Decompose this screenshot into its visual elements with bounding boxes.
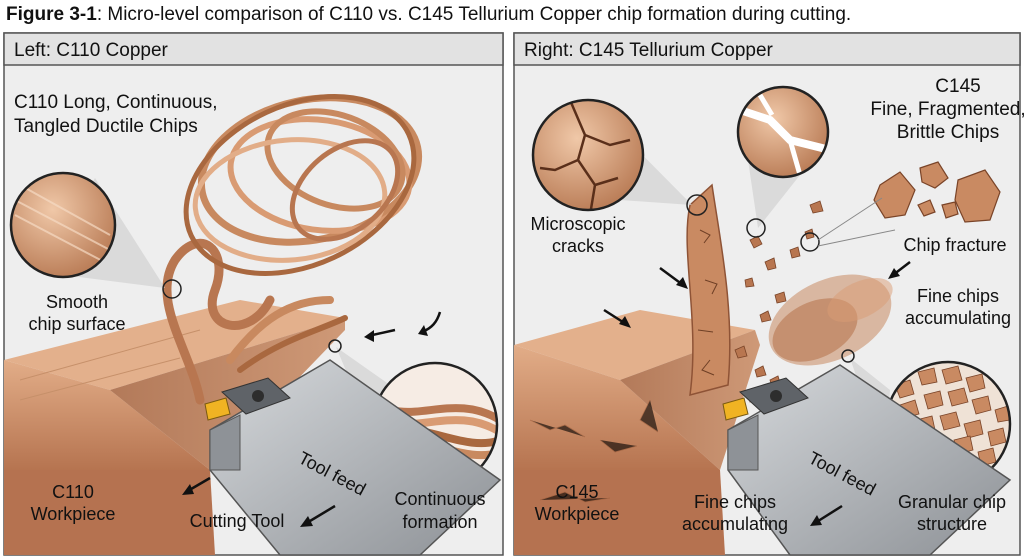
c145-cutting-tool <box>722 364 1012 556</box>
fine-chips-label-line2: accumulating <box>905 308 1011 328</box>
c110-chip-label-line2: Tangled Ductile Chips <box>14 116 198 137</box>
left-panel: Left: C110 Copper <box>3 32 504 556</box>
microscopic-cracks-zoom <box>531 98 708 216</box>
figure-number: Figure 3-1 <box>6 4 97 25</box>
smooth-surface-zoom <box>9 171 182 299</box>
c145-chip-label-line2: Fine, Fragmented, <box>870 99 1024 120</box>
c145-workpiece-label-line1: C145 <box>555 482 598 502</box>
c110-tangled-chips <box>162 94 423 405</box>
left-arrows <box>182 311 442 527</box>
c110-workpiece-label-line2: Workpiece <box>31 504 116 524</box>
right-panel-title: Right: C145 Tellurium Copper <box>524 40 774 61</box>
chip-fracture-pieces <box>800 161 1001 252</box>
cutting-tool-label: Cutting Tool <box>190 511 285 531</box>
chip-fracture-label: Chip fracture <box>903 235 1006 255</box>
right-panel: Right: C145 Tellurium Copper <box>513 32 1024 556</box>
left-panel-header <box>3 32 504 66</box>
c110-workpiece-label-line1: C110 <box>52 482 94 502</box>
figure-caption-text: : Micro-level comparison of C110 vs. C14… <box>96 4 852 25</box>
granular-structure-label-line2: structure <box>917 514 987 534</box>
c110-cutting-tool <box>204 359 502 556</box>
c145-curved-chip <box>686 183 731 397</box>
fine-chips-label-line1: Fine chips <box>917 286 999 306</box>
left-panel-title: Left: C110 Copper <box>14 40 169 61</box>
microscopic-cracks-label-line1: Microscopic <box>530 214 625 234</box>
smooth-surface-label-line2: chip surface <box>28 314 125 334</box>
continuous-formation-label-line2: formation <box>402 512 477 532</box>
c145-chip-label-line1: C145 <box>935 76 980 97</box>
bottom-fine-chips-label-line2: accumulating <box>682 514 788 534</box>
microscopic-cracks-label-line2: cracks <box>552 236 604 256</box>
bottom-fine-chips-label-line1: Fine chips <box>694 492 776 512</box>
cutting-insert <box>204 397 231 421</box>
figure-caption: Figure 3-1: Micro-level comparison of C1… <box>6 2 1022 28</box>
granular-structure-label-line1: Granular chip <box>898 492 1006 512</box>
smooth-surface-label-line1: Smooth <box>46 292 108 312</box>
c145-workpiece <box>514 310 760 555</box>
fine-chip-pile <box>768 274 893 366</box>
right-panel-header <box>513 32 1021 66</box>
fracture-zoom <box>736 85 830 238</box>
cutting-insert-right <box>722 397 749 421</box>
c110-chip-label-line1: C110 Long, Continuous, <box>14 92 218 113</box>
right-arrows <box>603 261 911 526</box>
c145-workpiece-label-line2: Workpiece <box>535 504 620 524</box>
c145-chip-label-line3: Brittle Chips <box>897 122 999 143</box>
continuous-formation-label-line1: Continuous <box>394 489 485 509</box>
